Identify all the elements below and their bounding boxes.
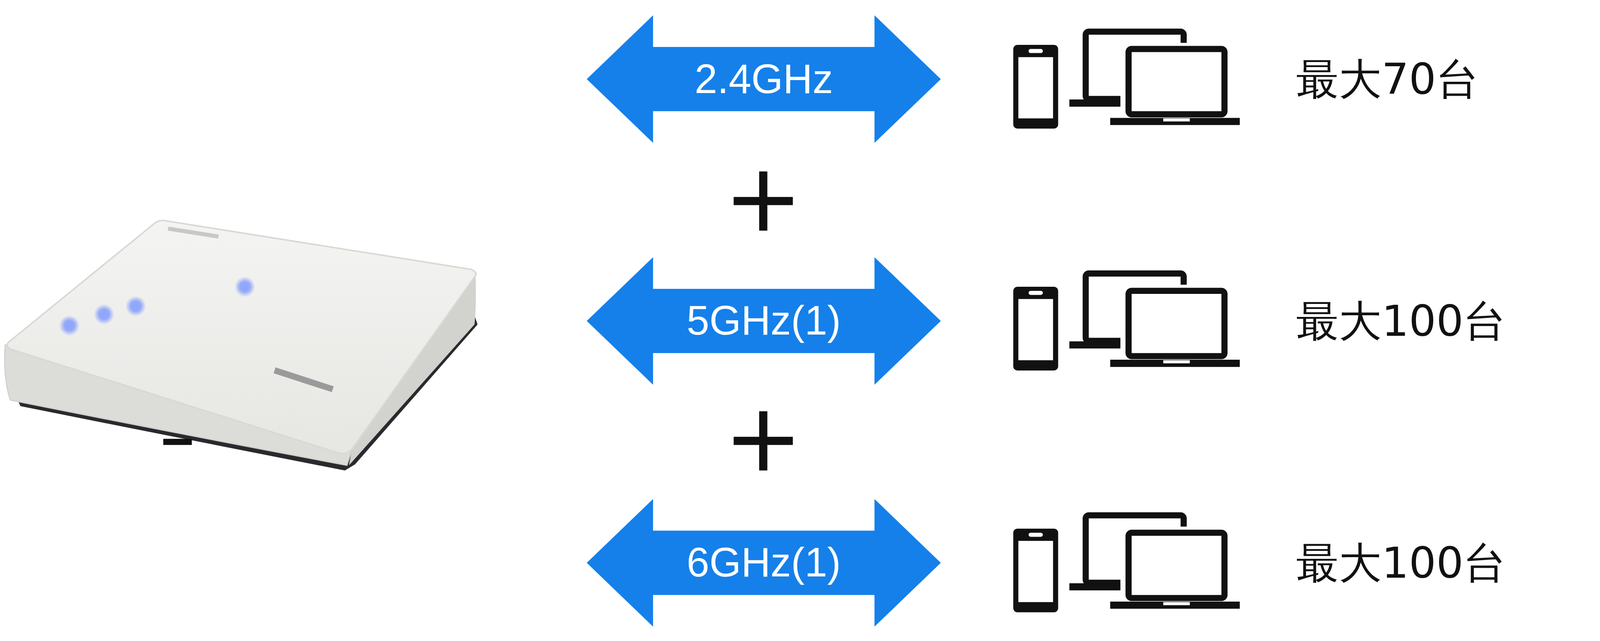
band-arrow: 6GHz(1) [586,498,942,627]
capacity-label: 最大100台 [1296,532,1507,594]
capacity-label: 最大100台 [1296,290,1507,353]
band-arrow: 5GHz(1) [586,256,942,385]
capacity-label: 最大70台 [1296,49,1480,111]
band-arrow: 2.4GHz [586,15,942,143]
band-label: 6GHz(1) [653,530,875,595]
band-label: 5GHz(1) [653,288,875,353]
device-icons [1013,31,1240,612]
band-label: 2.4GHz [653,46,875,112]
access-point [4,220,478,471]
